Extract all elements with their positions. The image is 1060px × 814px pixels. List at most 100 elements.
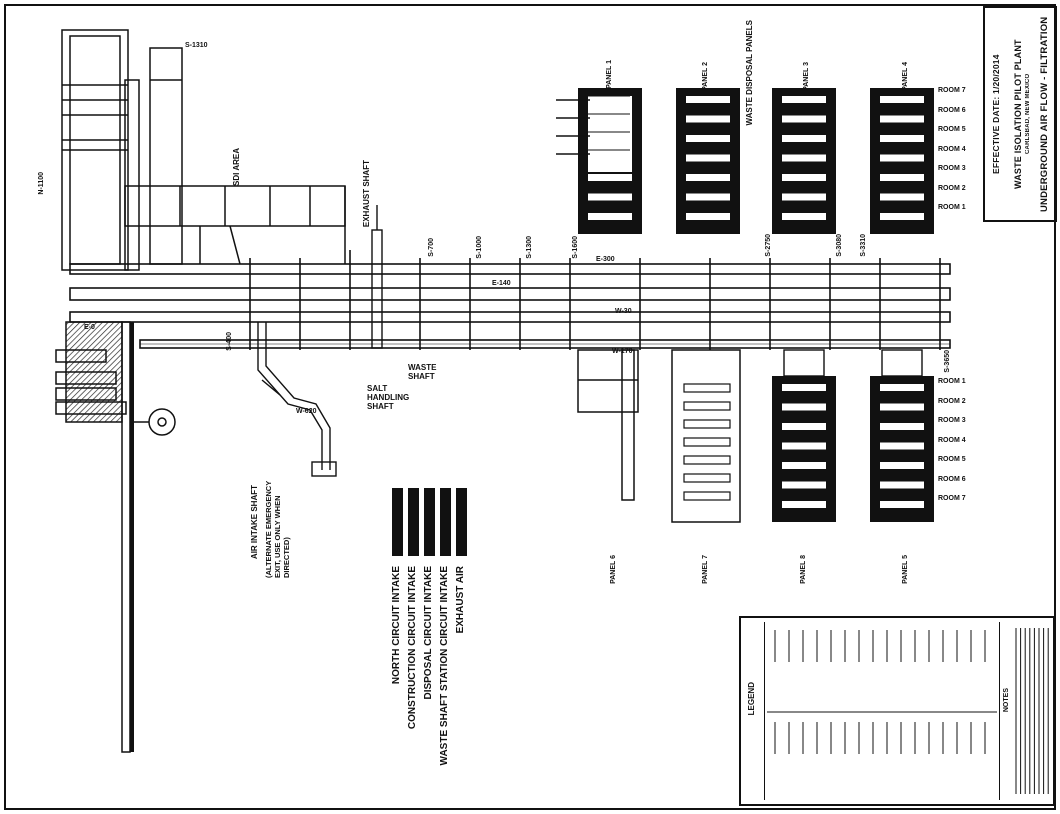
panel-2-label: PANEL 2 bbox=[702, 62, 709, 91]
west-shafts bbox=[55, 321, 176, 753]
room-label: ROOM 4 bbox=[938, 436, 966, 444]
room-slot bbox=[880, 403, 924, 411]
room-slot bbox=[880, 423, 924, 430]
legend-heading: LEGEND bbox=[747, 682, 756, 716]
legend-symbols bbox=[767, 630, 997, 754]
air-intake-route bbox=[257, 205, 383, 477]
legend-divider bbox=[999, 622, 1000, 800]
north-panel-4 bbox=[870, 88, 934, 234]
panel-5-label: PANEL 5 bbox=[902, 555, 909, 584]
facility-location: CARLSBAD, NEW MEXICO bbox=[1025, 73, 1031, 155]
room-label: ROOM 1 bbox=[938, 204, 966, 211]
legend-box: LEGEND NOTES bbox=[739, 616, 1055, 806]
panel-8-label: PANEL 8 bbox=[800, 555, 807, 584]
drift-s1600: S-1600 bbox=[572, 236, 579, 259]
panel-4-label: PANEL 4 bbox=[902, 62, 909, 91]
north-area bbox=[61, 29, 346, 271]
room-slot bbox=[782, 135, 826, 142]
north-panel-3 bbox=[772, 88, 836, 234]
air-intake-shaft-label: AIR INTAKE SHAFT bbox=[250, 485, 259, 560]
south-panel-8 bbox=[772, 349, 836, 522]
room-slot bbox=[686, 115, 730, 123]
room-label: ROOM 4 bbox=[938, 145, 966, 153]
sdi-area-label: SDI AREA bbox=[232, 148, 241, 186]
drift-s2750: S-2750 bbox=[765, 234, 772, 257]
drawing-title: UNDERGROUND AIR FLOW - FILTRATION bbox=[1039, 16, 1050, 212]
notes-heading: NOTES bbox=[1003, 688, 1010, 713]
drift-w170: W-170 bbox=[612, 348, 633, 355]
key-label-3: DISPOSAL CIRCUIT INTAKE bbox=[423, 566, 434, 700]
drift-s1310: S-1310 bbox=[185, 42, 208, 49]
room-slot bbox=[686, 193, 730, 201]
room-slot bbox=[782, 481, 826, 489]
room-slot bbox=[880, 96, 924, 103]
room-label: ROOM 2 bbox=[938, 184, 966, 192]
room-label: ROOM 5 bbox=[938, 126, 966, 133]
drift-s400: S-400 bbox=[226, 332, 233, 351]
room-slot bbox=[880, 481, 924, 489]
facility-name: WASTE ISOLATION PILOT PLANT bbox=[1013, 39, 1023, 189]
panel-6-label: PANEL 6 bbox=[610, 555, 617, 584]
room-slot bbox=[588, 193, 632, 201]
drift-s3650: S-3650 bbox=[944, 350, 951, 373]
room-label: ROOM 3 bbox=[938, 165, 966, 172]
room-slot bbox=[782, 501, 826, 508]
south-panel-5 bbox=[870, 349, 934, 522]
room-slot bbox=[880, 462, 924, 469]
room-slot bbox=[782, 154, 826, 162]
legend-heading-column: LEGEND bbox=[744, 622, 765, 800]
room-slot bbox=[880, 501, 924, 508]
drift-e300: E-300 bbox=[596, 256, 615, 263]
room-slot bbox=[880, 135, 924, 142]
notes-text-lines bbox=[1015, 628, 1049, 794]
room-slot bbox=[686, 213, 730, 220]
drift-w30: W-30 bbox=[615, 308, 632, 315]
room-slot bbox=[782, 403, 826, 411]
room-slot bbox=[686, 135, 730, 142]
room-slot bbox=[880, 154, 924, 162]
drift-e140: E-140 bbox=[492, 280, 511, 287]
room-slot bbox=[782, 442, 826, 450]
key-label-4: WASTE SHAFT STATION CIRCUIT INTAKE bbox=[439, 566, 450, 766]
north-panel-2 bbox=[676, 88, 740, 234]
waste-disposal-panels-label: WASTE DISPOSAL PANELS bbox=[745, 20, 754, 126]
drift-s700: S-700 bbox=[428, 238, 435, 257]
room-slot bbox=[782, 423, 826, 430]
salt-shaft-label: SALT HANDLING SHAFT bbox=[367, 384, 410, 411]
air-intake-note: (ALTERNATE EMERGENCY EXIT, USE ONLY WHEN… bbox=[264, 480, 291, 578]
drift-s3310: S-3310 bbox=[860, 234, 867, 257]
sheet-border bbox=[4, 4, 1056, 810]
waste-shaft-label: WASTE SHAFT bbox=[408, 363, 437, 381]
panel-1-open-rooms bbox=[588, 96, 632, 172]
title-block: EFFECTIVE DATE: 1/20/2014 WASTE ISOLATIO… bbox=[983, 6, 1057, 222]
drift-s1300: S-1300 bbox=[526, 236, 533, 259]
effective-date: EFFECTIVE DATE: 1/20/2014 bbox=[991, 54, 1001, 174]
room-label: ROOM 7 bbox=[938, 495, 966, 502]
panel-7-label: PANEL 7 bbox=[702, 555, 709, 584]
drift-s3080: S-3080 bbox=[836, 234, 843, 257]
key-label-5: EXHAUST AIR bbox=[455, 566, 466, 634]
room-label: ROOM 1 bbox=[938, 378, 966, 385]
key-bar-5 bbox=[456, 488, 467, 556]
key-bar-4 bbox=[440, 488, 451, 556]
drift-n1100: N-1100 bbox=[38, 172, 45, 195]
south-open-panels bbox=[577, 349, 741, 523]
north-panels bbox=[556, 88, 934, 234]
room-slot bbox=[686, 174, 730, 181]
key-bar-3 bbox=[424, 488, 435, 556]
room-slot bbox=[782, 384, 826, 391]
room-label: ROOM 6 bbox=[938, 106, 966, 114]
room-slot bbox=[686, 154, 730, 162]
key-bar-2 bbox=[408, 488, 419, 556]
room-label: ROOM 7 bbox=[938, 87, 966, 94]
room-label: ROOM 3 bbox=[938, 417, 966, 424]
room-slot bbox=[782, 174, 826, 181]
key-label-2: CONSTRUCTION CIRCUIT INTAKE bbox=[407, 566, 418, 730]
room-slot bbox=[782, 213, 826, 220]
room-slot bbox=[880, 193, 924, 201]
drift-s1000: S-1000 bbox=[476, 236, 483, 259]
room-slot bbox=[880, 442, 924, 450]
main-drifts bbox=[69, 250, 951, 350]
